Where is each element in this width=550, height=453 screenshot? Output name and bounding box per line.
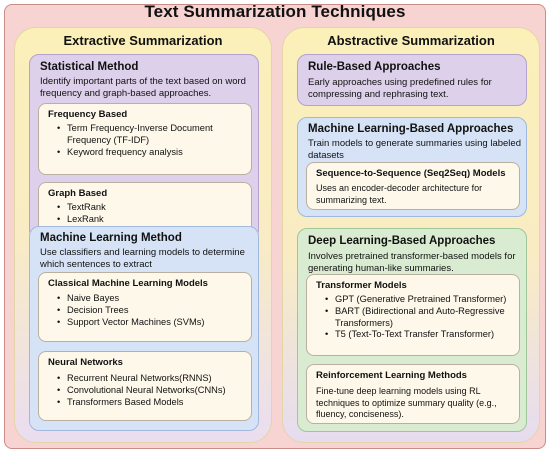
statistical-method-title: Statistical Method [40,61,139,73]
transformer-models-title: Transformer Models [316,280,407,291]
deep-learning-desc: Involves pretrained transformer-based mo… [308,251,516,274]
graph-based-list: TextRank LexRank [57,202,247,226]
list-item: Keyword frequency analysis [57,147,247,159]
list-item: T5 (Text-To-Text Transfer Transformer) [325,329,517,341]
classical-ml-title: Classical Machine Learning Models [48,278,208,289]
reinforcement-learning-desc: Fine-tune deep learning models using RL … [316,386,497,419]
extractive-column: Extractive Summarization Statistical Met… [14,27,272,443]
extractive-title: Extractive Summarization [63,33,223,48]
statistical-method-desc: Identify important parts of the text bas… [40,76,246,99]
ml-based-section: Machine Learning-Based Approaches Train … [297,117,527,217]
list-item: Naive Bayes [57,293,247,305]
deep-learning-section: Deep Learning-Based Approaches Involves … [297,228,527,432]
rule-based-title: Rule-Based Approaches [308,61,441,73]
list-item: Transformers Based Models [57,397,252,409]
machine-learning-method-desc: Use classifiers and learning models to d… [40,247,245,270]
seq2seq-card: Sequence-to-Sequence (Seq2Seq) Models Us… [306,162,520,210]
reinforcement-learning-card: Reinforcement Learning Methods Fine-tune… [306,364,520,424]
abstractive-title: Abstractive Summarization [327,33,495,48]
list-item: Term Frequency-Inverse Document Frequenc… [57,123,247,147]
list-item: Support Vector Machines (SVMs) [57,317,247,329]
frequency-based-list: Term Frequency-Inverse Document Frequenc… [57,123,247,158]
list-item: GPT (Generative Pretrained Transformer) [325,294,517,306]
seq2seq-desc: Uses an encoder-decoder architecture for… [316,183,483,205]
seq2seq-title: Sequence-to-Sequence (Seq2Seq) Models [316,168,506,179]
list-item: LexRank [57,214,247,226]
abstractive-column: Abstractive Summarization Rule-Based App… [282,27,540,443]
reinforcement-learning-title: Reinforcement Learning Methods [316,370,467,381]
list-item: TextRank [57,202,247,214]
deep-learning-title: Deep Learning-Based Approaches [308,235,496,247]
list-item: BART (Bidirectional and Auto-Regressive … [325,306,517,330]
classical-ml-list: Naive Bayes Decision Trees Support Vecto… [57,293,247,328]
frequency-based-card: Frequency Based Term Frequency-Inverse D… [38,103,252,175]
list-item: Decision Trees [57,305,247,317]
machine-learning-method-section: Machine Learning Method Use classifiers … [29,226,259,431]
diagram-title: Text Summarization Techniques [144,2,406,21]
frequency-based-title: Frequency Based [48,109,128,120]
list-item: Recurrent Neural Networks(RNNS) [57,373,252,385]
rule-based-section: Rule-Based Approaches Early approaches u… [297,54,527,106]
neural-networks-list: Recurrent Neural Networks(RNNS) Convolut… [57,373,252,408]
graph-based-title: Graph Based [48,188,108,199]
transformer-models-card: Transformer Models GPT (Generative Pretr… [306,274,520,356]
graph-based-card: Graph Based TextRank LexRank [38,182,252,234]
list-item: Convolutional Neural Networks(CNNs) [57,385,252,397]
rule-based-desc: Early approaches using predefined rules … [308,77,492,100]
ml-based-desc: Train models to generate summaries using… [308,138,521,161]
statistical-method-section: Statistical Method Identify important pa… [29,54,259,240]
neural-networks-title: Neural Networks [48,357,123,368]
classical-ml-card: Classical Machine Learning Models Naive … [38,272,252,342]
transformer-models-list: GPT (Generative Pretrained Transformer) … [325,294,517,341]
neural-networks-card: Neural Networks Recurrent Neural Network… [38,351,252,421]
machine-learning-method-title: Machine Learning Method [40,232,182,244]
ml-based-title: Machine Learning-Based Approaches [308,123,514,135]
